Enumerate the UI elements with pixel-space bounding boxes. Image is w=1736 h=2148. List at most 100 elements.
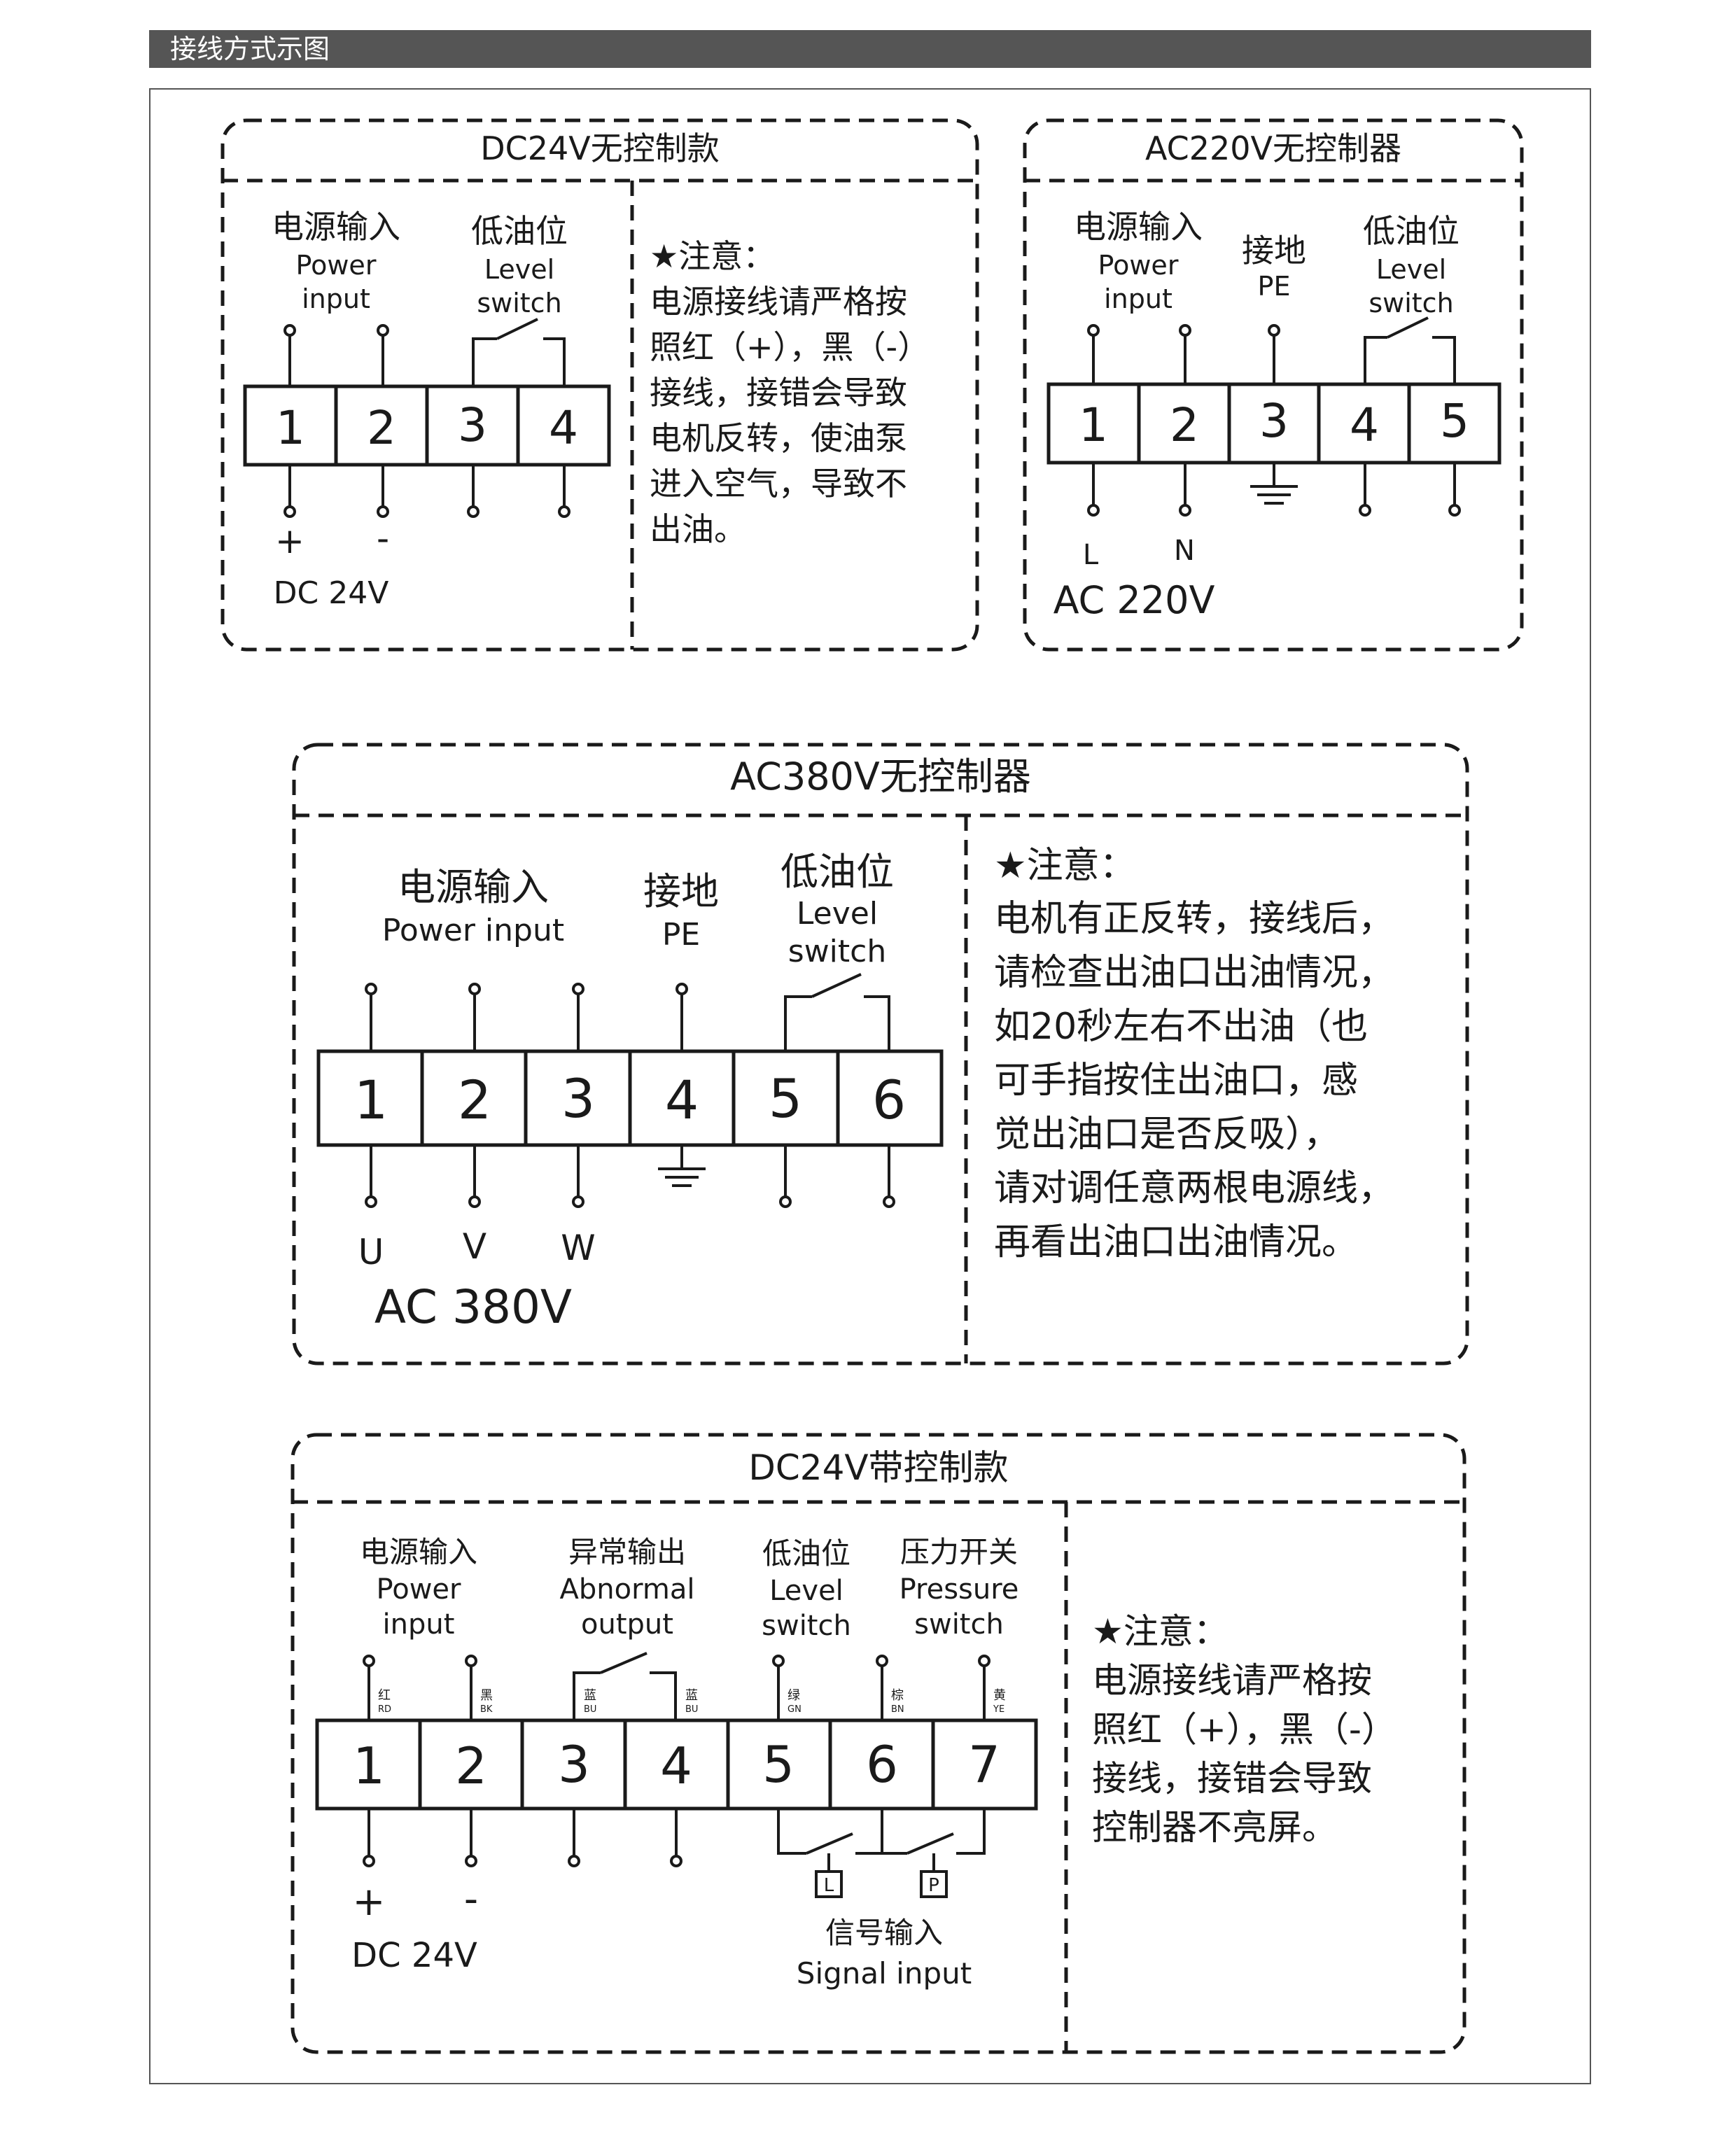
- label-power-zh: 电源输入: [398, 865, 549, 909]
- signal-box-label: L: [824, 1875, 834, 1896]
- terminal-number: 4: [665, 1069, 699, 1131]
- panel-ac380: AC380V无控制器 电源输入 Power input 接地 PE 低油位 Le…: [292, 743, 1469, 1366]
- terminal-pins-bottom: [365, 1145, 895, 1208]
- label-power-en: Power: [377, 1573, 461, 1606]
- label-power-en: Power: [1098, 250, 1179, 281]
- terminal-number: 6: [872, 1069, 906, 1131]
- note-block: ★注意： 电机有正反转，接线后， 请检查出油口出油情况， 如20秒左右不出油（也…: [994, 845, 1394, 1263]
- wire-color-labels: 红 RD 黑 BK 蓝 BU 蓝 BU 绿 GN 棕 BN 黄 YE: [378, 1688, 1006, 1715]
- label-level-en: switch: [1368, 288, 1453, 318]
- label-ground-zh: 接地: [643, 869, 719, 913]
- note-line: 电机有正反转，接线后，: [994, 898, 1394, 940]
- note-line: 请检查出油口出油情况，: [994, 952, 1394, 994]
- note-line: 控制器不亮屏。: [1092, 1807, 1337, 1848]
- terminal-pins-top: [365, 973, 890, 1051]
- label-power-zh: 电源输入: [360, 1535, 477, 1569]
- terminal-number: 3: [558, 1735, 590, 1794]
- terminal-block: 1 2 3 4 5 6: [316, 1049, 944, 1147]
- terminal-number: 7: [968, 1735, 1000, 1794]
- note-line: 电源接线请严格按: [650, 283, 907, 321]
- terminal-number: 3: [1259, 394, 1289, 448]
- terminal-number: 2: [455, 1736, 487, 1795]
- wire-color-zh: 绿: [788, 1688, 800, 1703]
- note-line: 照红（+），黑（-）: [650, 328, 930, 366]
- terminal-block: 1 2 3 4 5 6 7: [315, 1718, 1038, 1811]
- panel-title: DC24V无控制款: [480, 129, 720, 167]
- phase-label-w: W: [561, 1228, 595, 1268]
- label-level-zh: 低油位: [1363, 212, 1460, 250]
- signal-box-label: P: [928, 1875, 939, 1896]
- note-line: 觉出油口是否反吸），: [994, 1114, 1340, 1156]
- note-line: 接线，接错会导致: [650, 374, 907, 412]
- supply-voltage: DC 24V: [351, 1936, 477, 1975]
- terminal-pins-top: [284, 318, 566, 386]
- panel-border: [1023, 118, 1524, 652]
- note-line: 可手指按住出油口，感: [994, 1060, 1358, 1102]
- panel-title: AC220V无控制器: [1145, 129, 1401, 167]
- terminal-pins-bottom: [1087, 463, 1461, 517]
- terminal-number: 2: [1170, 398, 1199, 452]
- wire-color-en: GN: [788, 1704, 802, 1715]
- terminal-number: 1: [353, 1736, 385, 1795]
- label-level-en: Level: [797, 896, 878, 932]
- label-level-en: Level: [484, 254, 554, 285]
- terminal-number: 4: [549, 401, 578, 455]
- note-line: 照红（+），黑（-）: [1092, 1709, 1396, 1750]
- terminal-pins-top: [363, 1652, 990, 1720]
- terminal-number: 4: [1350, 398, 1379, 452]
- label-pressure-en: Pressure: [899, 1573, 1019, 1606]
- polarity-plus: +: [275, 521, 304, 561]
- terminal-number: 2: [367, 401, 396, 455]
- label-level-en: switch: [788, 934, 886, 969]
- label-abnormal-en: Abnormal: [560, 1573, 695, 1606]
- ground-symbol-icon: [1249, 461, 1299, 505]
- terminal-number: 1: [1079, 398, 1108, 452]
- note-line: 进入空气，导致不: [650, 465, 907, 503]
- wire-color-zh: 黄: [993, 1688, 1006, 1703]
- label-level-zh: 低油位: [762, 1536, 850, 1571]
- wire-color-en: YE: [993, 1704, 1004, 1715]
- label-power-en: input: [302, 283, 370, 314]
- label-level-en: Level: [1376, 254, 1446, 285]
- wire-color-en: BU: [685, 1704, 698, 1715]
- note-line: 再看出油口出油情况。: [994, 1221, 1358, 1263]
- level-signal-box: [815, 1870, 843, 1898]
- polarity-minus: -: [464, 1876, 478, 1922]
- label-abnormal-zh: 异常输出: [568, 1535, 686, 1569]
- terminal-number: 5: [762, 1735, 794, 1794]
- panel-dc24-basic: DC24V无控制款 电源输入 Power input 低油位 Level swi…: [220, 118, 979, 652]
- panel-ac220: AC220V无控制器 电源输入 Power input 接地 PE 低油位 Le…: [1023, 118, 1524, 652]
- note-block: ★注意： 电源接线请严格按 照红（+），黑（-） 接线，接错会导致 控制器不亮屏…: [1092, 1611, 1396, 1848]
- wire-color-zh: 黑: [480, 1688, 493, 1703]
- wire-color-en: RD: [378, 1704, 391, 1715]
- label-ground-en: PE: [1258, 271, 1291, 302]
- panel-title: DC24V带控制款: [748, 1447, 1008, 1488]
- note-line: 如20秒左右不出油（也: [994, 1006, 1368, 1048]
- terminal-block: 1 2 3 4: [243, 384, 611, 467]
- label-pressure-zh: 压力开关: [900, 1535, 1018, 1569]
- label-power-en: Power input: [382, 913, 564, 948]
- wire-color-zh: 棕: [891, 1688, 904, 1703]
- wire-color-en: BU: [584, 1704, 596, 1715]
- signal-input-en: Signal input: [797, 1956, 972, 1991]
- terminal-pins-bottom: [284, 465, 570, 518]
- content-frame: [149, 88, 1591, 2084]
- label-level-en: switch: [477, 288, 561, 318]
- note-line: ★注意：: [650, 237, 775, 275]
- wire-color-zh: 蓝: [584, 1688, 596, 1703]
- note-line: 电机反转，使油泵: [650, 419, 907, 457]
- note-line: 请对调任意两根电源线，: [994, 1167, 1394, 1209]
- label-power-en: input: [1104, 283, 1172, 314]
- terminal-block: 1 2 3 4 5: [1046, 382, 1502, 465]
- terminal-number: 5: [769, 1067, 802, 1130]
- label-ground-en: PE: [662, 917, 700, 953]
- label-power-en: Power: [296, 250, 377, 281]
- label-power-zh: 电源输入: [1074, 208, 1203, 246]
- signal-input-switches: [777, 1809, 986, 1898]
- label-power-zh: 电源输入: [272, 208, 400, 246]
- terminal-number: 3: [561, 1067, 595, 1130]
- label-abnormal-en: output: [581, 1608, 673, 1641]
- note-block: ★注意： 电源接线请严格按 照红（+），黑（-） 接线，接错会导致 电机反转，使…: [650, 237, 930, 548]
- panel-title: AC380V无控制器: [730, 754, 1031, 799]
- terminal-number: 3: [458, 398, 487, 452]
